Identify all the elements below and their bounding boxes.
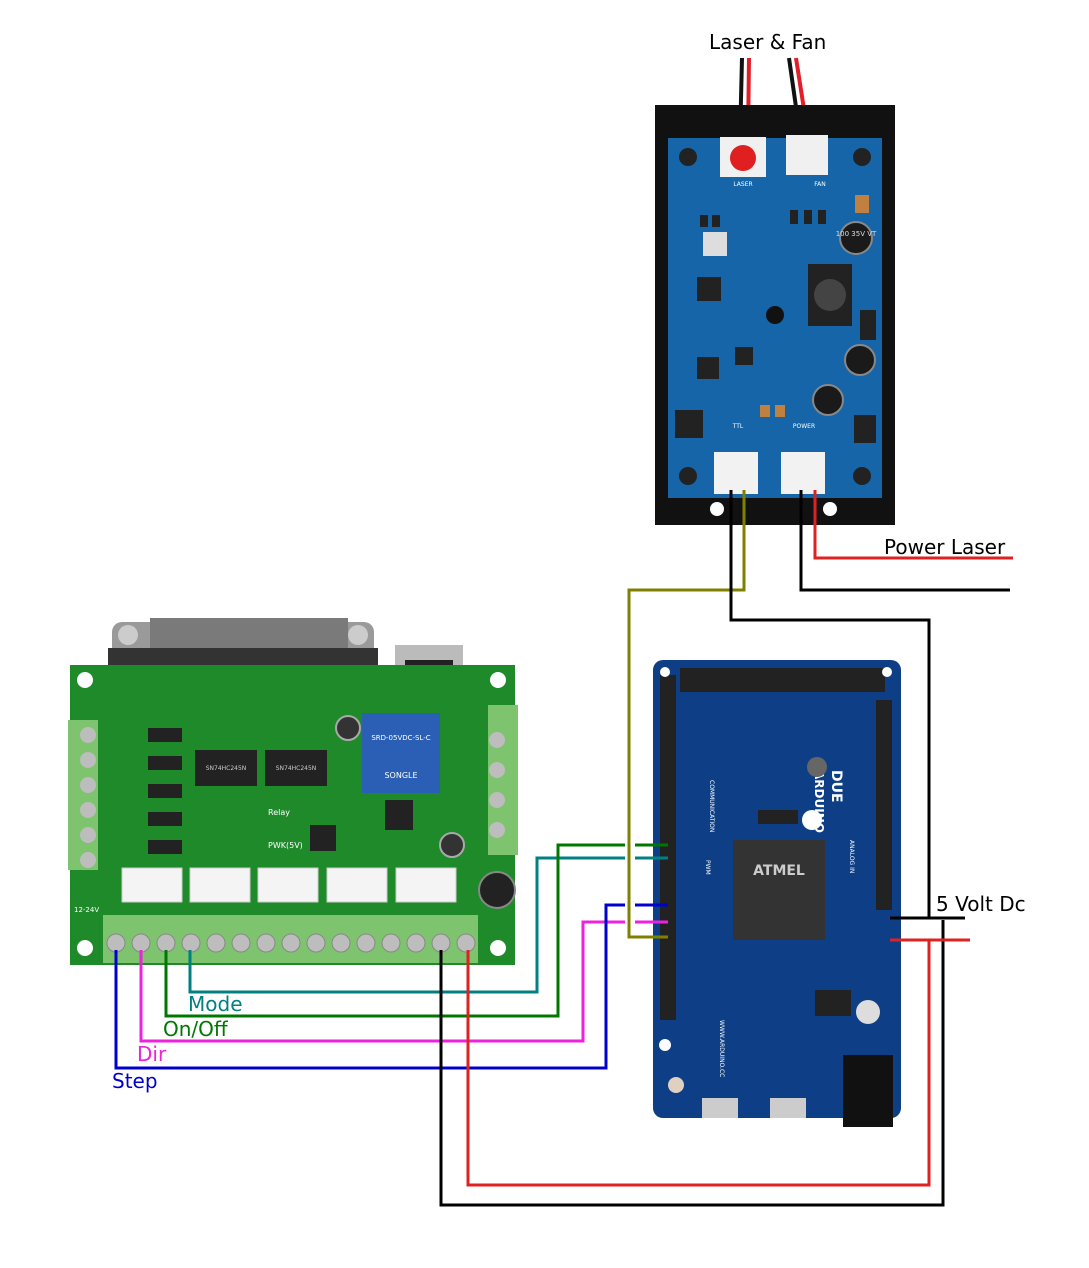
digital-header bbox=[660, 675, 676, 1020]
wire-power-laser-black bbox=[799, 490, 1010, 592]
url-label: WWW.ARDUINO.CC bbox=[718, 1020, 725, 1077]
step-label: Step bbox=[112, 1069, 158, 1093]
wire-on-off bbox=[164, 843, 625, 1018]
power-connector-label: POWER bbox=[793, 423, 815, 430]
analog-header bbox=[876, 700, 892, 910]
ttl-connector bbox=[714, 452, 758, 494]
ic-chip-1 bbox=[195, 750, 257, 786]
ic-chip-2-label: SN74HC245N bbox=[276, 765, 317, 772]
wire-mode bbox=[188, 856, 625, 994]
on-off-label: On/Off bbox=[163, 1017, 228, 1041]
relay-brand-text: SONGLE bbox=[384, 771, 417, 780]
analog-label: ANALOG IN bbox=[848, 840, 855, 873]
communication-label: COMMUNICATION bbox=[708, 780, 715, 832]
arduino-due-board: ATMEL ARDUINO DUE COMMUNICATION ANALOG I… bbox=[653, 660, 901, 1127]
laser-driver-board: LASER FAN 100 35V VT TTL POWER bbox=[655, 57, 895, 525]
power-connector bbox=[781, 452, 825, 494]
usb-port-1 bbox=[702, 1098, 738, 1118]
relay bbox=[362, 713, 440, 793]
dir-label: Dir bbox=[137, 1042, 167, 1066]
laser-fan-label: Laser & Fan bbox=[709, 30, 827, 54]
power-input-label: 12-24V bbox=[74, 906, 99, 914]
fan-connector-label: FAN bbox=[814, 181, 826, 188]
wire-dir bbox=[139, 920, 625, 1043]
capacitor bbox=[839, 221, 873, 255]
chip-label: ATMEL bbox=[753, 863, 805, 879]
left-terminal-block bbox=[68, 720, 98, 870]
top-header bbox=[680, 668, 885, 692]
wires bbox=[114, 490, 1013, 1207]
pwm-label: PWK(5V) bbox=[268, 841, 303, 850]
usb-port-2 bbox=[770, 1098, 806, 1118]
wire-power-laser-red bbox=[813, 490, 1013, 560]
five-volt-dc-label: 5 Volt Dc bbox=[936, 892, 1026, 916]
relay-label: Relay bbox=[268, 808, 290, 817]
arduino-name: ARDUINO bbox=[812, 770, 826, 833]
power-jack bbox=[843, 1055, 893, 1127]
arduino-model: DUE bbox=[828, 770, 844, 803]
breakout-board: SN74HC245N SN74HC245N SRD-05VDC-SL-C SON… bbox=[68, 618, 518, 965]
mode-label: Mode bbox=[188, 992, 243, 1016]
laser-connector-label: LASER bbox=[733, 181, 752, 188]
pwm-label: PWM bbox=[704, 860, 711, 875]
power-laser-label: Power Laser bbox=[884, 535, 1006, 559]
ic-chip-2 bbox=[265, 750, 327, 786]
wire-ttl-olive bbox=[627, 490, 746, 939]
fan-connector bbox=[786, 135, 828, 175]
wire-step bbox=[114, 903, 625, 1070]
wire-gnd-black bbox=[439, 920, 945, 1207]
sam3x-chip bbox=[733, 840, 825, 940]
capacitor-label: 100 35V VT bbox=[836, 230, 877, 238]
relay-model-text: SRD-05VDC-SL-C bbox=[371, 734, 430, 742]
ttl-connector-label: TTL bbox=[732, 423, 744, 430]
ic-chip-1-label: SN74HC245N bbox=[206, 765, 247, 772]
